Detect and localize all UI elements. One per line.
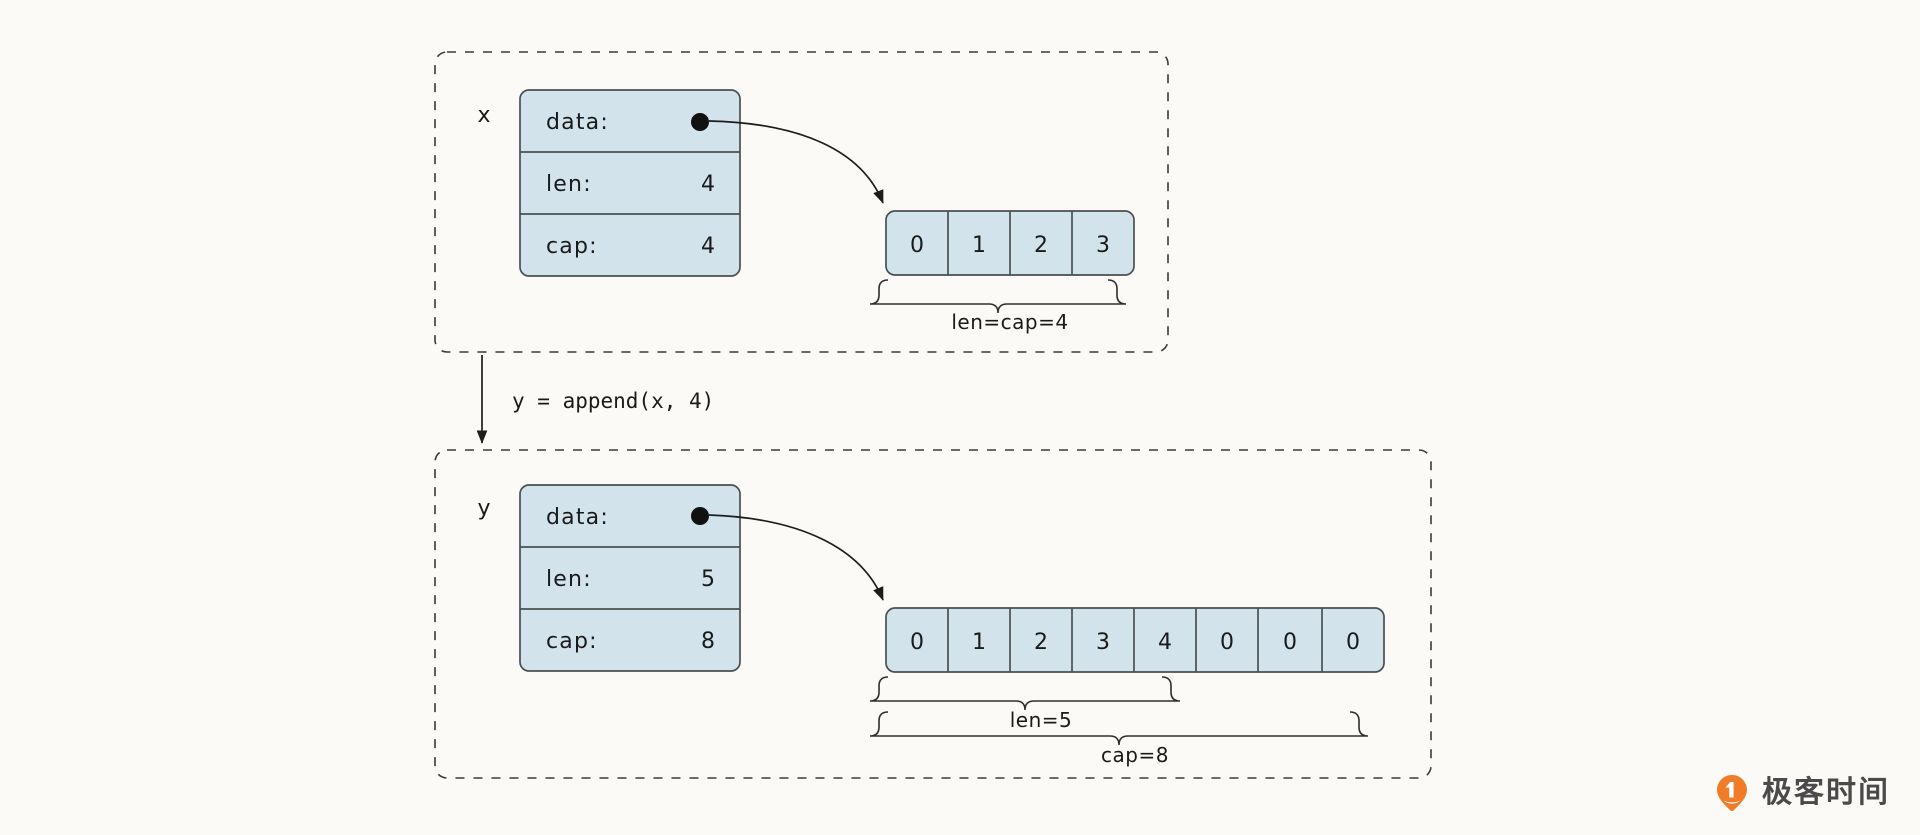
top-field-data-label: data: bbox=[546, 110, 609, 135]
bottom-struct-box bbox=[519, 484, 741, 672]
top-struct-box bbox=[519, 89, 741, 277]
top-array-brace bbox=[869, 279, 1127, 314]
top-data-pointer-arrow bbox=[708, 120, 884, 204]
transition-code-label: y = append(x, 4) bbox=[512, 389, 714, 413]
top-group-border bbox=[434, 51, 1169, 353]
watermark-text: 极客时间 bbox=[1762, 775, 1890, 810]
bottom-cap-brace bbox=[869, 711, 1369, 746]
bottom-cap-brace-label: cap=8 bbox=[1101, 743, 1169, 767]
bottom-var-label: y bbox=[477, 496, 490, 521]
bottom-len-brace-label: len=5 bbox=[1010, 708, 1073, 732]
bottom-array-cell: 4 bbox=[1158, 630, 1172, 655]
bottom-array-box bbox=[885, 607, 1385, 673]
bottom-array-cell: 3 bbox=[1096, 630, 1110, 655]
top-field-cap-value: 4 bbox=[701, 234, 715, 259]
bottom-group-border bbox=[434, 449, 1432, 779]
top-array-cell: 1 bbox=[972, 233, 986, 258]
top-var-label: x bbox=[477, 103, 490, 128]
bottom-array-cell: 0 bbox=[1283, 630, 1297, 655]
bottom-len-brace bbox=[869, 676, 1181, 711]
top-array-cell: 2 bbox=[1034, 233, 1048, 258]
bottom-field-len-value: 5 bbox=[701, 567, 715, 592]
bottom-field-data-label: data: bbox=[546, 505, 609, 530]
bottom-field-len-label: len: bbox=[546, 567, 592, 592]
top-brace-label: len=cap=4 bbox=[951, 310, 1068, 334]
bottom-field-cap-label: cap: bbox=[546, 629, 598, 654]
bottom-array-cell: 0 bbox=[1346, 630, 1360, 655]
bottom-array-cell: 2 bbox=[1034, 630, 1048, 655]
bottom-array-cell: 0 bbox=[910, 630, 924, 655]
bottom-array-cell: 1 bbox=[972, 630, 986, 655]
top-data-pointer-dot bbox=[691, 113, 709, 131]
top-field-len-value: 4 bbox=[701, 172, 715, 197]
bottom-data-pointer-arrow bbox=[708, 514, 884, 601]
top-field-cap-label: cap: bbox=[546, 234, 598, 259]
bottom-field-cap-value: 8 bbox=[701, 629, 715, 654]
top-array-cell: 0 bbox=[910, 233, 924, 258]
top-field-len-label: len: bbox=[546, 172, 592, 197]
geekbang-logo-icon bbox=[1712, 773, 1752, 813]
bottom-data-pointer-dot bbox=[691, 507, 709, 525]
bottom-array-cell: 0 bbox=[1220, 630, 1234, 655]
top-array-cell: 3 bbox=[1096, 233, 1110, 258]
watermark: 极客时间 bbox=[1712, 773, 1890, 813]
